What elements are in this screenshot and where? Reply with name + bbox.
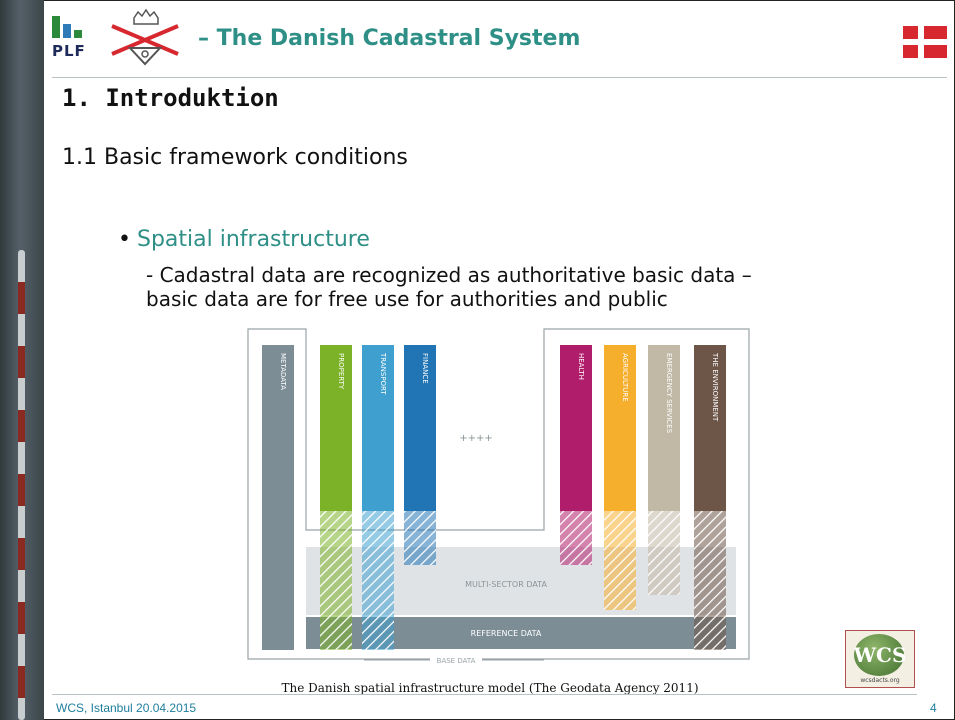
- column-property: [320, 345, 352, 511]
- column-label: EMERGENCY SERVICES: [665, 353, 673, 434]
- column-hatch-overlay: [362, 511, 394, 650]
- infrastructure-diagram: METADATA PROPERTY TRANSPORT FINANCE HEALTH AG…: [244, 325, 756, 679]
- section-heading: 1. Introduktion: [62, 84, 279, 112]
- wcs-logo-text: WCS: [853, 643, 907, 667]
- body-text: - Cadastral data are recognized as autho…: [146, 263, 926, 311]
- column-hatch-overlay: [320, 511, 352, 650]
- column-health: [560, 345, 592, 511]
- footer-divider: [52, 694, 917, 695]
- wcs-logo: WCS wcsdacts.org: [845, 630, 915, 688]
- header-divider: [52, 77, 947, 78]
- subsection-heading: 1.1 Basic framework conditions: [62, 145, 408, 170]
- left-decorative-strip: [0, 0, 44, 720]
- column-hatch-overlay: [404, 511, 436, 565]
- bullet-dot-icon: •: [118, 227, 131, 252]
- column-label: HEALTH: [577, 353, 585, 380]
- base-data-outline: [247, 328, 750, 660]
- column-emergency-services: [648, 345, 680, 511]
- multi-sector-label: MULTI-SECTOR DATA: [465, 580, 547, 589]
- column-agriculture: [604, 345, 636, 511]
- column-label: FINANCE: [421, 353, 429, 384]
- column-finance: [404, 345, 436, 511]
- body-line-2: basic data are for free use for authorit…: [146, 286, 668, 311]
- crest-logo-icon: [111, 8, 179, 66]
- wcs-logo-url: wcsdacts.org: [860, 677, 900, 684]
- slide-title: – The Danish Cadastral System: [198, 26, 581, 51]
- column-hatch-overlay: [694, 511, 726, 650]
- column-transport: [362, 345, 394, 511]
- column-hatch-overlay: [560, 511, 592, 565]
- bullet-item: •Spatial infrastructure: [118, 227, 370, 252]
- globe-icon: [854, 634, 904, 676]
- bullet-text: Spatial infrastructure: [136, 227, 370, 252]
- column-hatch-overlay: [604, 511, 636, 610]
- column-hatch-overlay: [648, 511, 680, 595]
- column-the-environment: [694, 345, 726, 511]
- column-label: THE ENVIRONMENT: [711, 352, 719, 422]
- column-label: PROPERTY: [337, 353, 345, 390]
- base-data-label: BASE DATA: [437, 657, 476, 665]
- ellipsis-label: ++++: [459, 433, 493, 444]
- danish-flag-icon: [903, 26, 947, 58]
- plf-logo-text: PLF: [52, 42, 86, 60]
- reference-label: REFERENCE DATA: [471, 629, 542, 638]
- column-label: TRANSPORT: [379, 352, 387, 395]
- footer-text: WCS, Istanbul 20.04.2015: [56, 701, 197, 715]
- figure-caption: The Danish spatial infrastructure model …: [281, 681, 699, 695]
- column-label: METADATA: [279, 353, 287, 390]
- survey-rod-image: [18, 250, 25, 720]
- column-label: AGRICULTURE: [621, 353, 629, 402]
- body-line-1: - Cadastral data are recognized as autho…: [146, 263, 752, 287]
- plf-logo: PLF: [52, 10, 94, 62]
- page-number: 4: [930, 701, 937, 715]
- column-metadata: [262, 345, 294, 650]
